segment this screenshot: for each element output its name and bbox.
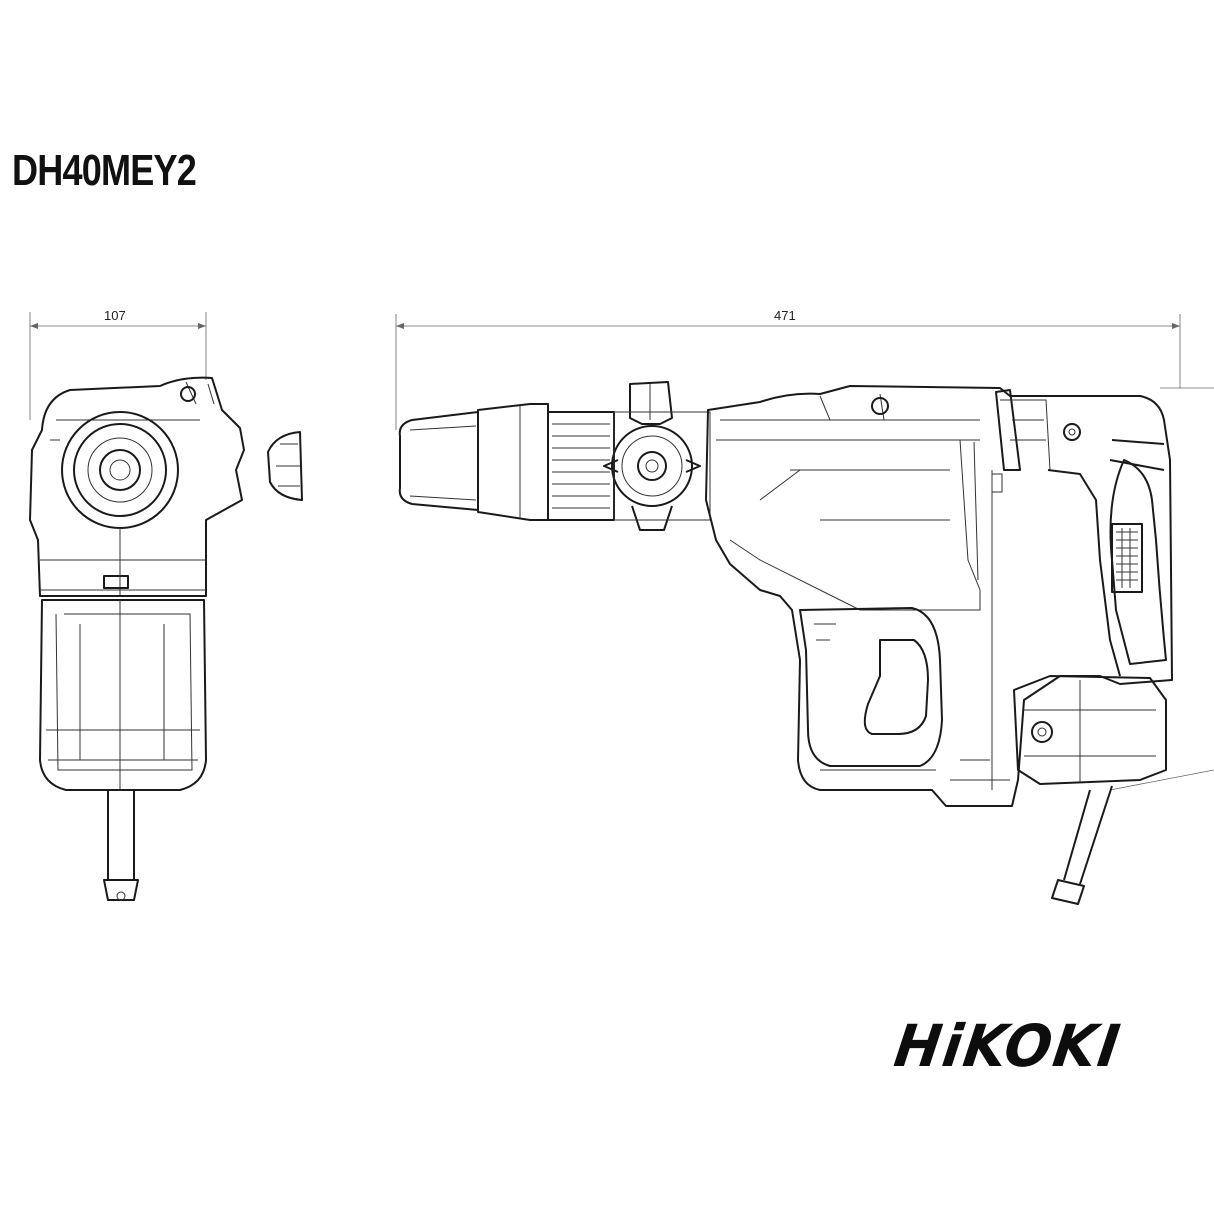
dimension-length-label: 471 bbox=[774, 308, 796, 323]
dimension-width-label: 107 bbox=[104, 308, 126, 323]
dimension-width: 107 bbox=[29, 308, 207, 420]
brand-logo: HiKOKI bbox=[890, 1012, 1126, 1080]
dimension-length: 471 bbox=[395, 308, 1214, 791]
side-view bbox=[398, 381, 1173, 905]
model-title: DH40MEY2 bbox=[12, 146, 197, 195]
front-view bbox=[29, 376, 303, 901]
